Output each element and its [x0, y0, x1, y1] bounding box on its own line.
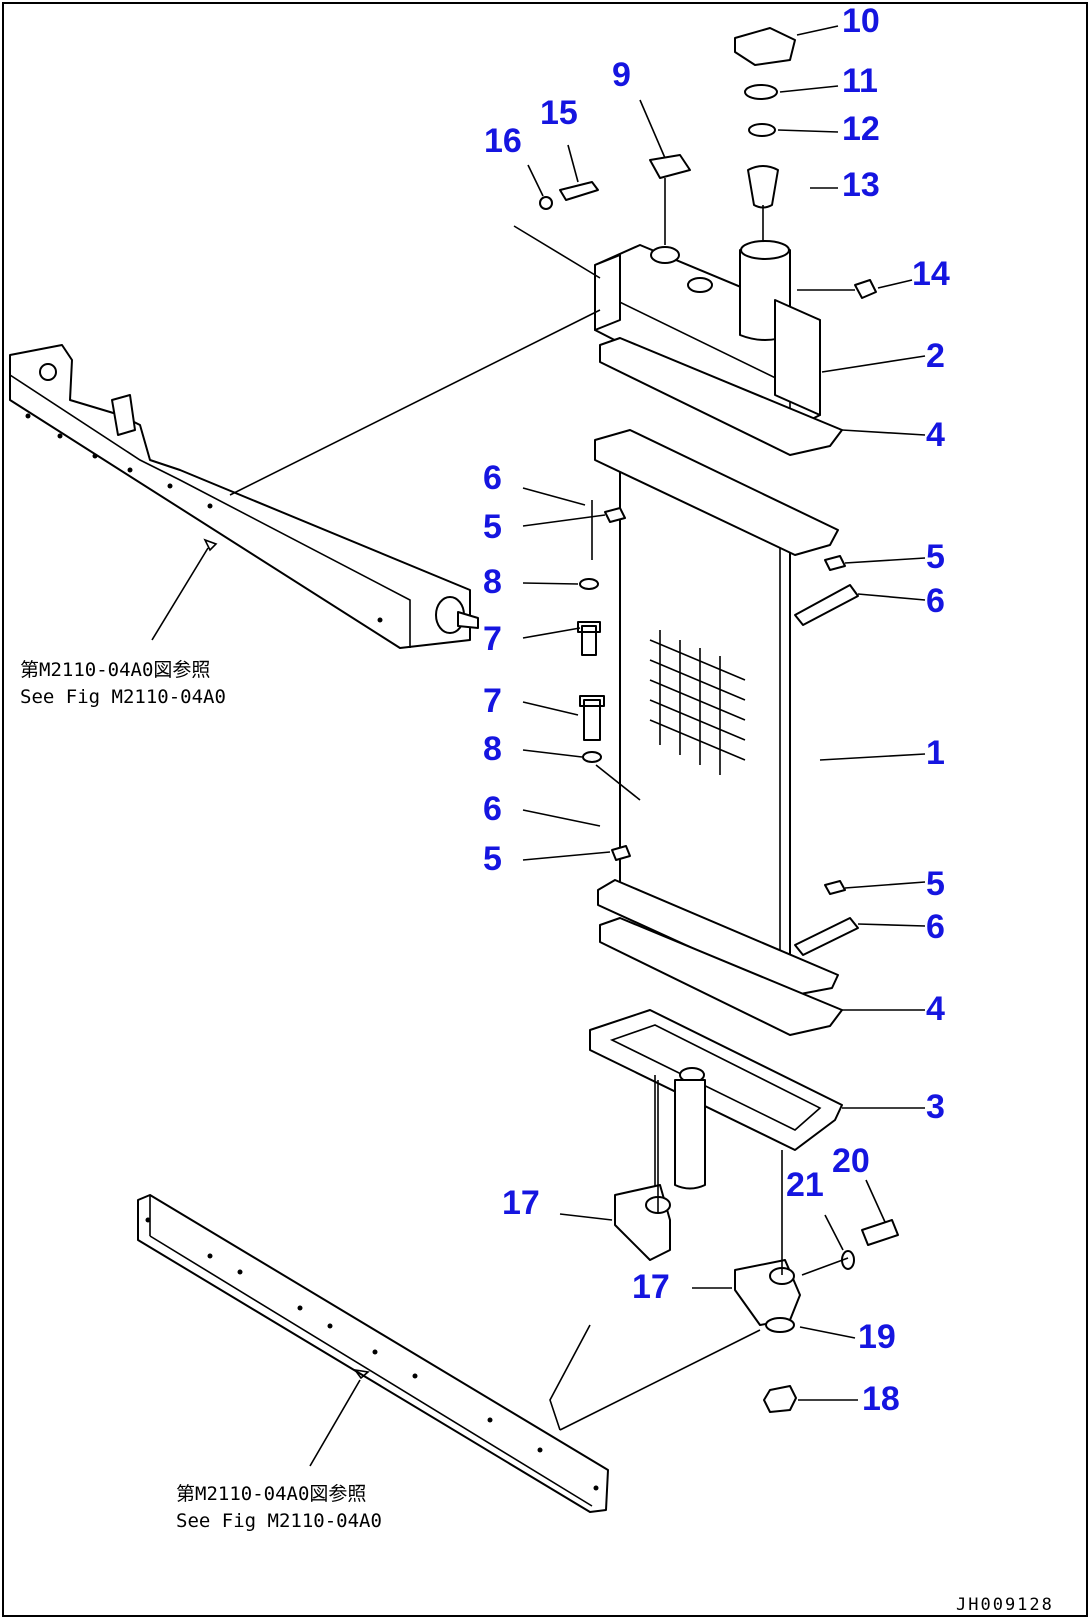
bolt-lower — [579, 695, 605, 741]
upper-gasket — [599, 337, 843, 456]
callout-4-lower[interactable]: 4 — [926, 990, 945, 1028]
core-grille — [649, 630, 746, 775]
gasket-ring-part — [744, 84, 778, 100]
callout-1[interactable]: 1 — [926, 734, 945, 772]
spring-washer-upper — [579, 578, 599, 590]
ring-part — [748, 123, 776, 137]
callout-10[interactable]: 10 — [842, 2, 880, 40]
plate-long-1 — [794, 584, 859, 626]
bolt-part — [559, 181, 599, 201]
callout-5-upper-right[interactable]: 5 — [926, 538, 945, 576]
callout-6-lower-right[interactable]: 6 — [926, 908, 945, 946]
callout-4-upper[interactable]: 4 — [926, 416, 945, 454]
callout-15[interactable]: 15 — [540, 94, 578, 132]
figure-id: JH009128 — [956, 1595, 1054, 1615]
callout-5-lower-left[interactable]: 5 — [483, 840, 502, 878]
flange-part — [649, 154, 691, 179]
leader-lines — [151, 25, 926, 1467]
callout-17-upper[interactable]: 17 — [502, 1184, 540, 1222]
strainer-part — [747, 165, 779, 209]
callout-12[interactable]: 12 — [842, 110, 880, 148]
callout-8-lower[interactable]: 8 — [483, 730, 502, 768]
callout-11[interactable]: 11 — [842, 62, 878, 100]
callout-6-upper-right[interactable]: 6 — [926, 582, 945, 620]
callout-5-lower-right[interactable]: 5 — [926, 865, 945, 903]
callout-20[interactable]: 20 — [832, 1142, 870, 1180]
callout-21[interactable]: 21 — [786, 1166, 824, 1204]
callout-13[interactable]: 13 — [842, 166, 880, 204]
lock-washer — [765, 1317, 795, 1333]
callout-3[interactable]: 3 — [926, 1088, 945, 1126]
radiator-core — [594, 429, 839, 996]
plate-small-2 — [824, 555, 846, 571]
callout-16[interactable]: 16 — [484, 122, 522, 160]
washer-part — [539, 196, 553, 210]
callout-5-upper-left[interactable]: 5 — [483, 508, 502, 546]
callout-17-lower[interactable]: 17 — [632, 1268, 670, 1306]
plate-small-4 — [824, 880, 846, 895]
plate-small-3 — [611, 845, 631, 861]
plate-long-2 — [794, 917, 859, 956]
upper-tank — [594, 240, 821, 431]
callout-7-lower[interactable]: 7 — [483, 682, 502, 720]
bolt-upper — [577, 621, 601, 656]
nut-part — [763, 1385, 797, 1413]
cap-part — [734, 27, 796, 66]
callout-7-upper[interactable]: 7 — [483, 620, 502, 658]
bolt-bracket — [861, 1219, 899, 1246]
upper-frame-member — [9, 344, 479, 649]
callout-9[interactable]: 9 — [612, 56, 631, 94]
lower-tank — [589, 1009, 843, 1190]
callout-19[interactable]: 19 — [858, 1318, 896, 1356]
callout-6-lower-left[interactable]: 6 — [483, 790, 502, 828]
lower-gasket — [599, 917, 843, 1036]
reference-notes: 第M2110-04A0図参照 See Fig M2110-04A0 第M2110… — [20, 659, 382, 1532]
callout-6-upper-left[interactable]: 6 — [483, 459, 502, 497]
callout-8-upper[interactable]: 8 — [483, 563, 502, 601]
plug-part — [854, 279, 877, 299]
callout-labels: 10 11 12 13 9 15 16 14 2 4 6 5 5 6 8 7 7… — [483, 2, 950, 1418]
upper-bracket — [614, 1184, 671, 1261]
callout-18[interactable]: 18 — [862, 1380, 900, 1418]
callout-2[interactable]: 2 — [926, 337, 945, 375]
callout-14[interactable]: 14 — [912, 255, 950, 293]
plate-small-1 — [604, 507, 626, 523]
reference-lower-english: See Fig M2110-04A0 — [176, 1510, 382, 1532]
reference-upper-japanese: 第M2110-04A0図参照 — [20, 659, 210, 681]
reference-upper-english: See Fig M2110-04A0 — [20, 686, 226, 708]
reference-lower-japanese: 第M2110-04A0図参照 — [176, 1483, 366, 1505]
lower-frame-member — [137, 1194, 609, 1513]
spring-washer-lower — [582, 751, 602, 763]
